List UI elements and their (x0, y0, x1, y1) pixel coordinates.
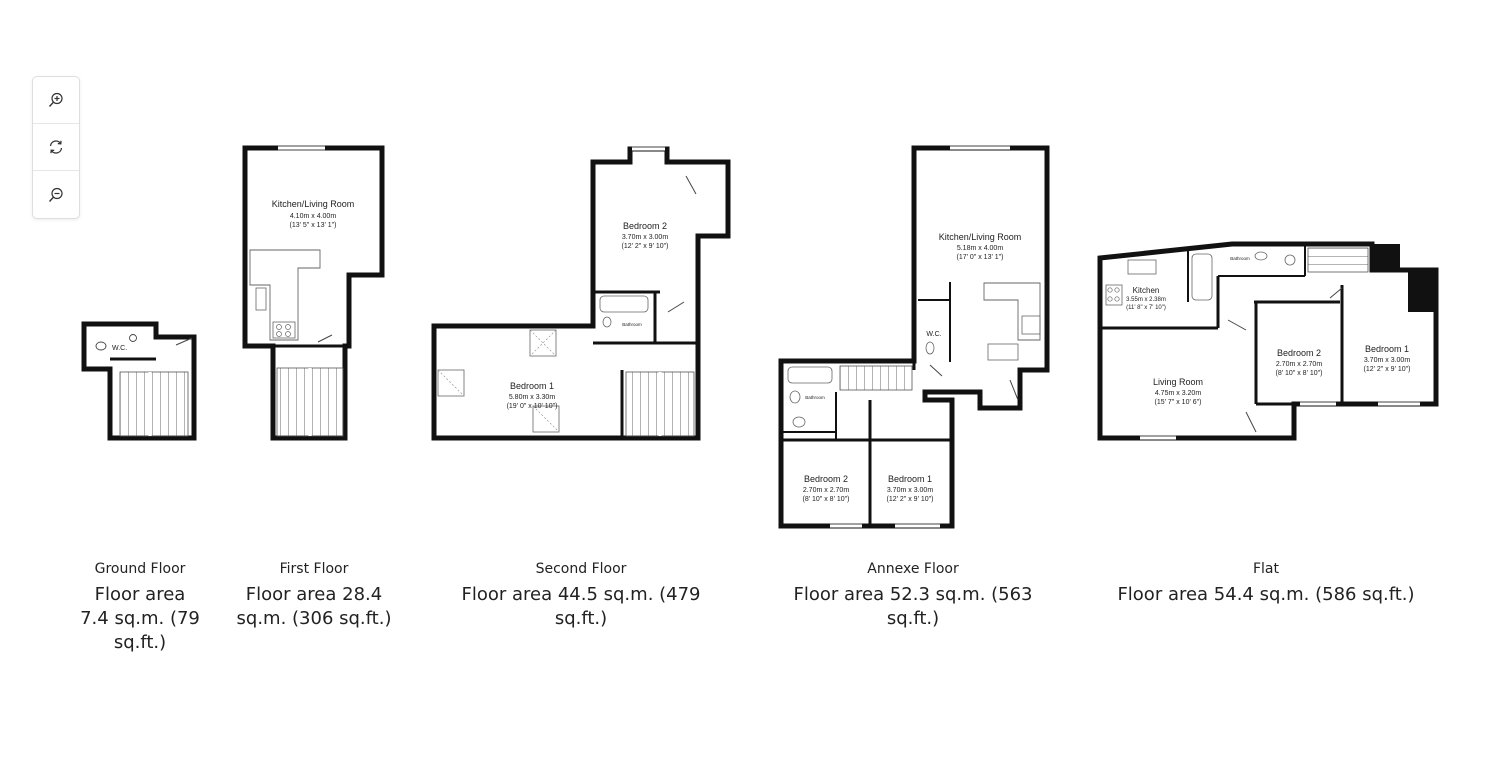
second-floor-caption: Second Floor Floor area 44.5 sq.m. (479 … (440, 560, 722, 631)
floor-name: Flat (1252, 561, 1279, 577)
annexe-bedroom-2-dim-ft: (8' 10" x 8' 10") (803, 496, 850, 503)
plan-annexe-floor[interactable]: Kitchen/Living Room 5.18m x 4.00m (17' 0… (778, 145, 1050, 529)
annexe-bedroom-1-dim-m: 3.70m x 3.00m (887, 487, 933, 494)
annexe-bedroom-1-dim-ft: (12' 2" x 9' 10") (887, 496, 934, 503)
annexe-bedroom-2-dim-m: 2.70m x 2.70m (803, 487, 849, 494)
flat-bedroom-2-dim-ft: (8' 10" x 8' 10") (1276, 370, 1323, 377)
first-kitchen-label: Kitchen/Living Room (272, 199, 355, 209)
annexe-bathroom-label: Bathroom (805, 395, 825, 400)
flat-kitchen-dim-ft: (11' 8" x 7' 10") (1126, 305, 1166, 311)
second-bedroom-2-dim-ft: (12' 2" x 9' 10") (622, 243, 669, 250)
first-kitchen-dim-ft: (13' 5" x 13' 1") (290, 222, 337, 229)
plan-first-floor[interactable]: Kitchen/Living Room 4.10m x 4.00m (13' 5… (242, 145, 385, 441)
plan-ground-floor[interactable]: W.C. (81, 321, 197, 441)
zoom-toolbar (32, 76, 80, 219)
annexe-kitchen-dim-ft: (17' 0" x 13' 1") (957, 254, 1004, 261)
flat-bedroom-1-label: Bedroom 1 (1365, 344, 1409, 354)
second-bedroom-2-label: Bedroom 2 (623, 221, 667, 231)
zoom-out-button[interactable] (33, 171, 79, 218)
plan-second-floor[interactable]: Bedroom 2 3.70m x 3.00m (12' 2" x 9' 10"… (431, 146, 731, 441)
floor-name: Ground Floor (94, 561, 186, 577)
zoom-out-icon (48, 187, 63, 202)
first-floor-caption: First Floor Floor area 28.4 sq.m. (306 s… (234, 560, 394, 631)
ground-wc-label: W.C. (112, 345, 127, 352)
flat-bedroom-2-dim-m: 2.70m x 2.70m (1276, 361, 1322, 368)
floor-name: First Floor (279, 561, 349, 577)
ground-floor-caption: Ground Floor Floor area 7.4 sq.m. (79 sq… (80, 560, 200, 655)
floor-area: Floor area 7.4 sq.m. (79 sq.ft.) (80, 584, 200, 653)
flat-living-dim-m: 4.75m x 3.20m (1155, 390, 1201, 397)
floor-name: Second Floor (535, 561, 627, 577)
annexe-kitchen-label: Kitchen/Living Room (939, 232, 1022, 242)
flat-living-label: Living Room (1153, 377, 1203, 387)
second-bedroom-1-label: Bedroom 1 (510, 381, 554, 391)
plan-flat[interactable]: Kitchen 3.55m x 2.38m (11' 8" x 7' 10") … (1097, 241, 1439, 441)
floor-area: Floor area 52.3 sq.m. (563 sq.ft.) (793, 584, 1033, 629)
flat-living-dim-ft: (15' 7" x 10' 6") (1155, 399, 1202, 406)
second-bedroom-2-dim-m: 3.70m x 3.00m (622, 234, 668, 241)
floor-area: Floor area 54.4 sq.m. (586 sq.ft.) (1117, 584, 1415, 605)
zoom-in-button[interactable] (33, 77, 79, 124)
floor-name: Annexe Floor (867, 561, 959, 577)
annexe-bedroom-1-label: Bedroom 1 (888, 474, 932, 484)
flat-bathroom-label: Bathroom (1230, 256, 1250, 261)
second-bathroom-label: Bathroom (622, 322, 642, 327)
reset-view-button[interactable] (33, 124, 79, 171)
second-bedroom-1-dim-m: 5.80m x 3.30m (509, 394, 555, 401)
zoom-in-icon (48, 92, 63, 107)
flat-bedroom-1-dim-m: 3.70m x 3.00m (1364, 357, 1410, 364)
annexe-bedroom-2-label: Bedroom 2 (804, 474, 848, 484)
flat-kitchen-label: Kitchen (1133, 286, 1160, 295)
floor-area: Floor area 44.5 sq.m. (479 sq.ft.) (461, 584, 701, 629)
annexe-floor-caption: Annexe Floor Floor area 52.3 sq.m. (563 … (772, 560, 1054, 631)
refresh-icon (49, 140, 63, 154)
flat-bedroom-2-label: Bedroom 2 (1277, 348, 1321, 358)
flat-bedroom-1-dim-ft: (12' 2" x 9' 10") (1364, 366, 1411, 373)
floor-area: Floor area 28.4 sq.m. (306 sq.ft.) (236, 584, 392, 629)
annexe-kitchen-dim-m: 5.18m x 4.00m (957, 245, 1003, 252)
first-kitchen-dim-m: 4.10m x 4.00m (290, 213, 336, 220)
annexe-wc-label: W.C. (926, 331, 941, 338)
second-bedroom-1-dim-ft: (19' 0" x 10' 10") (507, 403, 558, 410)
flat-caption: Flat Floor area 54.4 sq.m. (586 sq.ft.) (1090, 560, 1442, 607)
flat-kitchen-dim-m: 3.55m x 2.38m (1126, 297, 1166, 303)
